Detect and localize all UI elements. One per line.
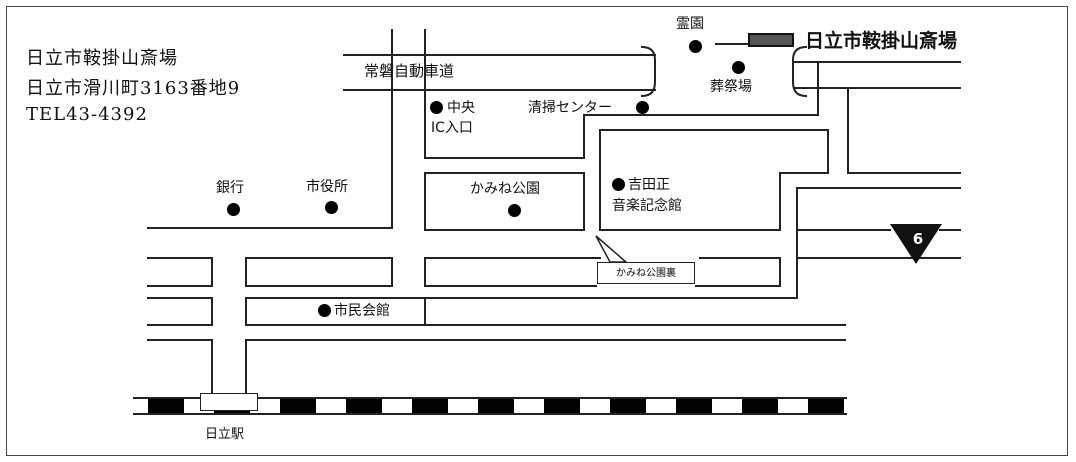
rail-segment <box>346 399 382 413</box>
rail-segment <box>412 399 448 413</box>
city-hall-dot <box>325 201 338 214</box>
rail-segment <box>742 399 778 413</box>
rail-segment <box>610 399 646 413</box>
route6-sign <box>890 224 942 264</box>
rail-segment <box>280 399 316 413</box>
museum-label-line2: 音楽記念館 <box>612 198 682 214</box>
station-label: 日立駅 <box>205 427 245 442</box>
cemetery-dot <box>689 40 702 53</box>
funeral-hall-dot <box>732 61 745 74</box>
cleaning-center-dot <box>636 101 649 114</box>
station-marker <box>200 393 258 411</box>
rail-segment <box>478 399 514 413</box>
funeral-hall-label: 葬祭場 <box>710 79 752 95</box>
ic-dot <box>430 101 443 114</box>
bank-label: 銀行 <box>216 180 244 196</box>
kamine-park-back-callout: かみね公園裏 <box>597 262 695 284</box>
venue-marker <box>748 33 794 47</box>
address-street: 日立市滑川町3163番地9 <box>26 78 241 99</box>
ic-label-line1: 中央 <box>447 100 475 116</box>
rail-segment <box>544 399 580 413</box>
ic-label-line2: IC入口 <box>431 120 473 136</box>
address-phone: TEL43-4392 <box>26 104 148 125</box>
cleaning-center-label: 清掃センター <box>528 100 612 116</box>
bank-dot <box>227 203 240 216</box>
rail-segment <box>148 399 184 413</box>
kamine-park-label: かみね公園 <box>470 181 540 197</box>
rail-segment <box>676 399 712 413</box>
museum-dot <box>612 178 625 191</box>
route6-number: 6 <box>912 230 924 248</box>
address-name: 日立市鞍掛山斎場 <box>26 48 178 69</box>
museum-label-line1: 吉田正 <box>628 177 670 193</box>
expressway-bracket-left <box>640 45 656 98</box>
venue-label: 日立市鞍掛山斎場 <box>805 31 958 52</box>
rail-segment <box>808 399 844 413</box>
cemetery-label: 霊園 <box>676 16 704 32</box>
civic-hall-label: 市民会館 <box>334 303 390 319</box>
civic-hall-dot <box>318 304 331 317</box>
expressway-bracket-right <box>792 45 808 98</box>
expressway-label: 常磐自動車道 <box>364 62 455 80</box>
city-hall-label: 市役所 <box>306 179 348 195</box>
kamine-park-dot <box>508 204 521 217</box>
